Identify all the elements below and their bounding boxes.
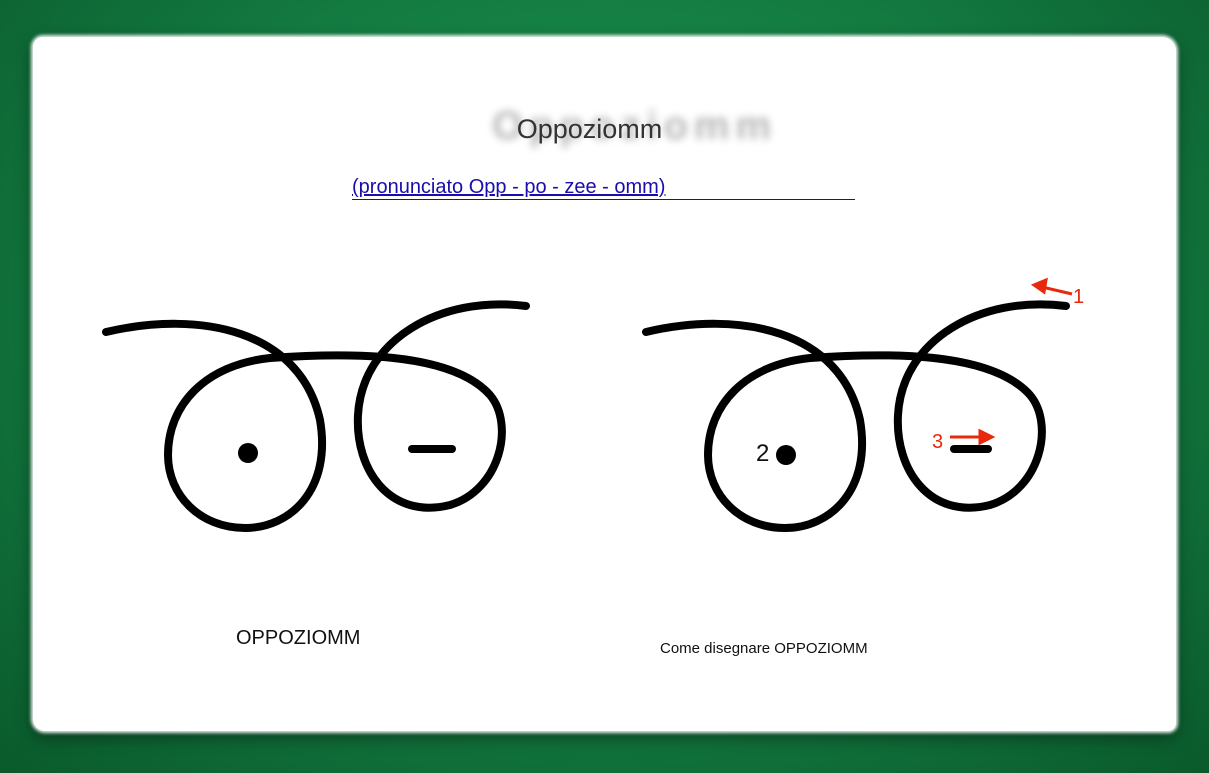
- step-label-3: 3: [932, 431, 944, 453]
- caption-left: OPPOZIOMM: [236, 627, 361, 649]
- pronunciation-link[interactable]: (pronunciato Opp - po - zee - omm): [352, 176, 855, 200]
- step-label-2: 2: [756, 440, 770, 467]
- paper-card: [33, 37, 1176, 731]
- symbol-left: [102, 300, 530, 533]
- caption-right: Come disegnare OPPOZIOMM: [660, 640, 868, 657]
- step-label-1: 1: [1073, 286, 1085, 308]
- right-dot: [776, 445, 796, 465]
- symbol-right: [642, 300, 1070, 533]
- page-title: Oppoziomm: [516, 114, 663, 144]
- left-dot: [238, 443, 258, 463]
- stroke-arrow-3: [950, 428, 996, 446]
- right-arch-stroke: [642, 300, 1070, 533]
- left-arch-stroke: [102, 300, 530, 533]
- stroke-arrow-1: [1030, 277, 1073, 296]
- title-shadow: Oppoziomm: [491, 104, 778, 148]
